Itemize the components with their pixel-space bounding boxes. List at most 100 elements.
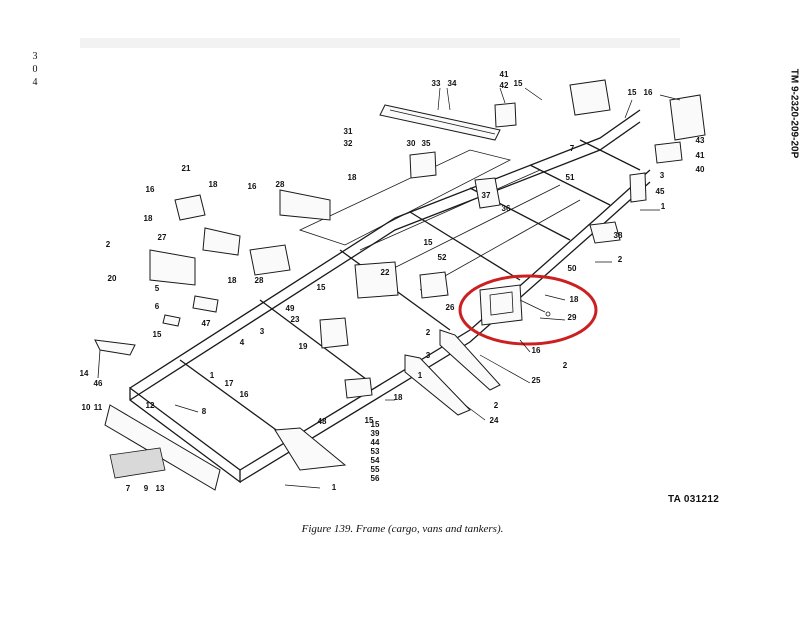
callout-label: 21 [182,164,191,173]
callout-label: 48 [318,417,327,426]
callout-label: 46 [94,379,103,388]
callout-label: 18 [348,173,357,182]
highlight-circle [458,274,598,346]
callout-label: 2 [106,240,111,249]
front-bumper [94,339,221,491]
callout-label: 1 [332,483,337,492]
callout-label: 15 [365,416,374,425]
page-number-digit: 0 [32,64,38,75]
callout-label: 9 [144,484,149,493]
callout-label: 25 [532,376,541,385]
bleed-through-artifact [80,38,680,48]
stacked-callout-label: 44 [371,438,380,447]
callout-label: 16 [146,185,155,194]
callout-label: 28 [276,180,285,189]
callout-label: 5 [155,284,160,293]
callout-label: 16 [644,88,653,97]
callout-label: 37 [482,191,491,200]
leader-lines [174,87,681,489]
callout-label: 31 [344,127,353,136]
callout-label: 2 [494,401,499,410]
callout-label: 19 [299,342,308,351]
stacked-callout-label: 56 [371,474,380,483]
callout-label: 15 [628,88,637,97]
callout-label: 2 [563,361,568,370]
stacked-callout-label: 15 [371,420,380,429]
callout-label: 47 [202,319,211,328]
callout-label: 35 [422,139,431,148]
callout-label: 2 [426,328,431,337]
callout-label: 30 [407,139,416,148]
callout-label: 1 [418,371,423,380]
callout-label: 1 [661,202,666,211]
callout-label: 15 [317,283,326,292]
callout-label: 29 [568,313,577,322]
callout-label: 17 [225,379,234,388]
page-number-digit: 3 [32,51,38,62]
callout-label: 43 [696,136,705,145]
spring-hanger-bracket [479,284,551,326]
callout-label: 49 [286,304,295,313]
callout-label: 40 [696,165,705,174]
figure-caption: Figure 139. Frame (cargo, vans and tanke… [301,523,504,535]
callout-label: 27 [158,233,167,242]
callout-label: 4 [240,338,245,347]
center-brackets [274,261,449,471]
figure-id: TA 031212 [668,494,720,505]
page-number: 3 0 4 [28,50,42,89]
callout-label: 3 [660,171,665,180]
lower-right-brackets [404,329,501,416]
page-number-digit: 4 [32,77,38,88]
callout-label: 1 [210,371,215,380]
callout-label: 52 [438,253,447,262]
callout-label: 7 [570,144,575,153]
callout-label: 41 [696,151,705,160]
callout-label: 15 [424,238,433,247]
callout-label: 50 [568,264,577,273]
callout-label: 11 [94,403,103,412]
callout-label: 26 [446,303,455,312]
callout-label: 16 [532,346,541,355]
callout-label: 2 [618,255,623,264]
right-brackets [409,79,706,244]
callout-label: 22 [381,268,390,277]
callout-label: 3 [426,351,431,360]
callout-label: 45 [656,187,665,196]
callout-label: 42 [500,81,509,90]
callout-label: 36 [502,204,511,213]
callout-label: 20 [108,274,117,283]
callout-label: 14 [80,369,89,378]
callout-label: 41 [500,70,509,79]
stacked-callout-label: 53 [371,447,380,456]
callout-label: 16 [240,390,249,399]
callout-label: 28 [255,276,264,285]
callout-label: 23 [291,315,300,324]
callout-label: 13 [156,484,165,493]
callout-label: 15 [514,79,523,88]
callout-label: 51 [566,173,575,182]
callout-label: 16 [248,182,257,191]
callout-label: 18 [394,393,403,402]
stacked-callout-label: 54 [371,456,380,465]
callout-label: 15 [153,330,162,339]
callout-label: 33 [432,79,441,88]
callout-label: 18 [209,180,218,189]
callout-label: 38 [614,231,623,240]
callout-label: 18 [144,214,153,223]
stacked-callout-label: 55 [371,465,380,474]
callout-label: 3 [260,327,265,336]
callout-label: 32 [344,139,353,148]
callout-label: 7 [126,484,131,493]
callout-label: 24 [490,416,499,425]
stacked-callout-label: 39 [371,429,380,438]
callout-label: 8 [202,407,207,416]
callout-label: 6 [155,302,160,311]
callout-label: 34 [448,79,457,88]
callout-label: 10 [82,403,91,412]
callout-label: 18 [570,295,579,304]
callout-label: 18 [228,276,237,285]
callout-label: 12 [146,401,155,410]
